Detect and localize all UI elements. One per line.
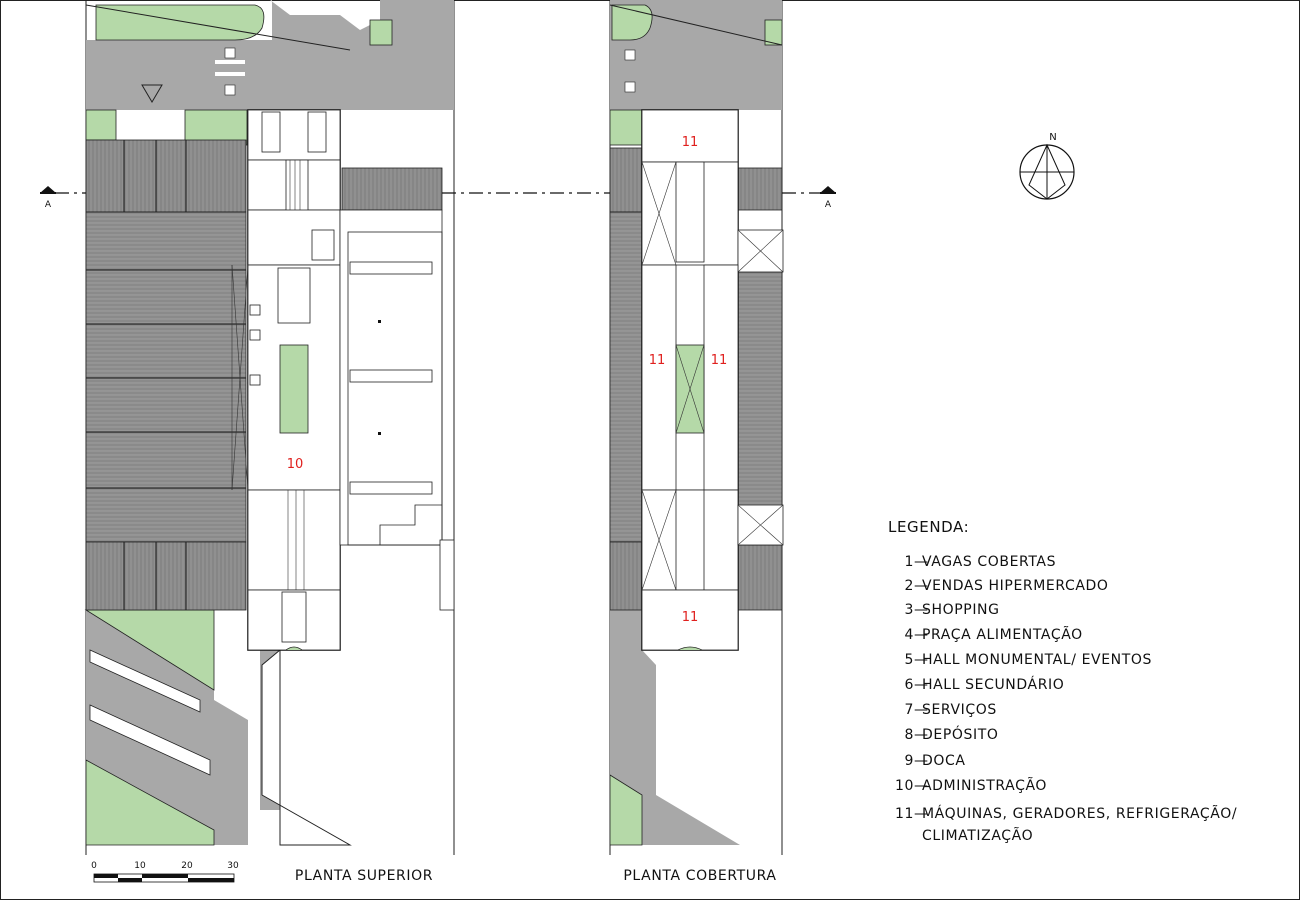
legend-text-4: PRAÇA ALIMENTAÇÃO [922,626,1083,643]
svg-text:—: — [914,602,929,618]
legend-text-6: HALL SECUNDÁRIO [922,676,1064,693]
legend-num-5: 5 [904,652,914,668]
legend-text-8: DEPÓSITO [922,725,998,743]
legend-num-2: 2 [904,578,914,594]
scale-tick-30: 30 [227,861,239,871]
svg-text:—: — [914,778,929,794]
road-access [86,40,454,110]
plan-title-cobertura: PLANTA COBERTURA [623,868,776,884]
room-label-cobertura-south: 11 [682,610,699,625]
scale-tick-20: 20 [181,861,193,871]
svg-text:—: — [914,753,929,769]
scale-bar: 0 10 20 30 [91,861,239,883]
covered-parking-north [85,139,247,213]
svg-text:—: — [914,677,929,693]
scale-tick-0: 0 [91,861,97,871]
section-line: A A [40,186,836,210]
room-label-cobertura-north: 11 [682,135,699,150]
green-area-nw [95,4,265,41]
svg-text:—: — [914,806,929,822]
legend-num-7: 7 [904,702,914,718]
legend-text-11-line2: CLIMATIZAÇÃO [922,827,1033,844]
legend-num-6: 6 [904,677,914,693]
plan-superior: 10 [84,0,455,855]
north-arrow: N [1019,132,1075,200]
room-label-superior: 10 [287,457,304,472]
room-label-cobertura-east: 11 [711,353,728,368]
svg-text:—: — [914,652,929,668]
plan-cobertura: 11 11 11 11 [609,0,784,855]
svg-text:—: — [914,627,929,643]
legend-text-2: VENDAS HIPERMERCADO [922,578,1109,594]
covered-parking-main [85,211,247,543]
legend-num-4: 4 [904,627,914,643]
section-letter-right: A [825,200,832,210]
legend-num-10: 10 [895,778,914,794]
legend-text-9: DOCA [922,753,966,769]
plan-title-superior: PLANTA SUPERIOR [295,868,433,884]
svg-text:—: — [914,554,929,570]
legend-num-1: 1 [904,554,914,570]
legend-text-11: MÁQUINAS, GERADORES, REFRIGERAÇÃO/ [922,805,1237,822]
legend-text-10: ADMINISTRAÇÃO [922,777,1047,794]
legend-num-11: 11 [895,806,914,822]
legend-title: LEGENDA: [888,518,969,536]
legend-text-5: HALL MONUMENTAL/ EVENTOS [922,652,1152,668]
svg-text:—: — [914,578,929,594]
covered-parking-south [85,541,247,611]
legend: LEGENDA: 1 — VAGAS COBERTAS 2 — VENDAS H… [888,518,1237,844]
legend-num-8: 8 [904,727,914,743]
scale-tick-10: 10 [134,861,146,871]
svg-text:—: — [914,727,929,743]
courtyard-green [279,344,309,434]
legend-text-3: SHOPPING [922,602,1000,618]
legend-text-1: VAGAS COBERTAS [922,554,1056,570]
legend-text-7: SERVIÇOS [922,702,997,718]
svg-text:—: — [914,702,929,718]
legend-num-3: 3 [904,602,914,618]
room-label-cobertura-west: 11 [649,353,666,368]
section-letter-left: A [45,200,52,210]
north-label: N [1049,132,1056,143]
legend-num-9: 9 [904,753,914,769]
